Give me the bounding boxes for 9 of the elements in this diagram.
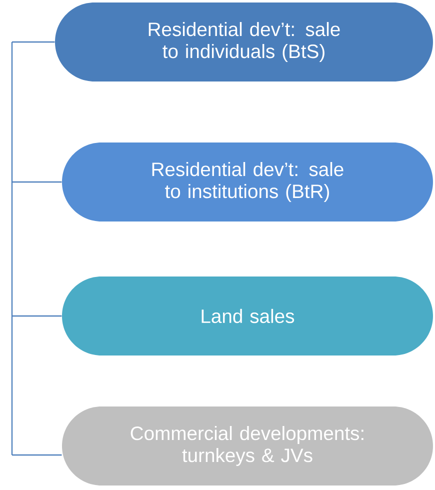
rounded-box: Residential dev’t: sale to institutions (BtR) — [62, 142, 433, 222]
rounded-box: Residential dev’t: sale to individuals (BtS) — [55, 2, 433, 82]
connector-line — [12, 41, 55, 43]
bracket-line — [11, 42, 13, 455]
rounded-box: Land sales — [62, 276, 433, 356]
connector-line — [12, 315, 62, 317]
rounded-box: Commercial developments: turnkeys & JVs — [62, 406, 433, 486]
connector-line — [12, 181, 62, 183]
connector-line — [12, 454, 62, 456]
